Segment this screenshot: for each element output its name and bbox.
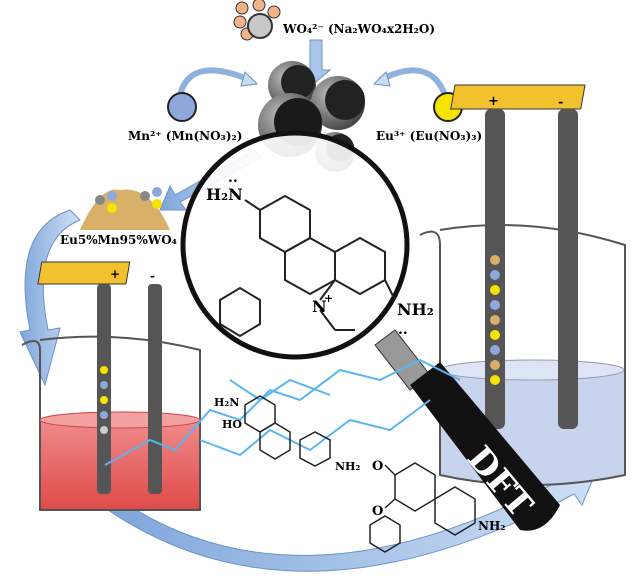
- magnifier-lens: [180, 130, 410, 360]
- amine-left: H₂N: [206, 185, 243, 204]
- right-electrode-anode: [485, 109, 505, 429]
- left-minus: -: [150, 269, 155, 283]
- product-label: Eu5%Mn95%WO₄: [60, 233, 177, 247]
- mn-ion-icon: [167, 92, 197, 122]
- left-plus: +: [110, 267, 120, 281]
- lone-pair-left: ..: [228, 170, 238, 186]
- right-electrode-cathode: [558, 109, 578, 429]
- transfer-arrow: [107, 461, 601, 572]
- degradation-product-1: [244, 395, 331, 467]
- deg1-amine-right: NH₂: [335, 460, 360, 473]
- degradation-product-2: [369, 462, 476, 553]
- powder-pile-icon: [80, 187, 170, 230]
- mn-arrow: [177, 67, 252, 96]
- amine-right: NH₂: [397, 300, 434, 319]
- tungstate-label: WO₄²⁻ (Na₂WO₄x2H₂O): [282, 22, 435, 36]
- deg1-amine: H₂N: [214, 396, 239, 409]
- eu-label: Eu³⁺ (Eu(NO₃)₃): [376, 129, 482, 143]
- eu-arrow: [378, 67, 448, 97]
- lightning-icon: [104, 358, 461, 466]
- deg2-oxygen-2: O: [372, 504, 383, 519]
- n-plus: N: [312, 297, 327, 316]
- eu-arrow-head: [372, 71, 391, 87]
- main-molecule-structure: [219, 194, 396, 338]
- deg2-oxygen-1: O: [372, 459, 383, 474]
- charge-plus: +: [324, 292, 333, 305]
- right-coating-particles: [490, 255, 500, 385]
- deg1-hydroxyl: HO: [222, 418, 242, 431]
- lone-pair-right: ..: [398, 322, 408, 338]
- right-beaker: [419, 224, 626, 486]
- magnifier-handle: [374, 329, 560, 531]
- mn-label: Mn²⁺ (Mn(NO₃)₂): [128, 129, 242, 143]
- right-electrode-plate: [450, 84, 586, 110]
- deg2-amine: NH₂: [478, 519, 506, 533]
- left-electrode-plate: [37, 261, 131, 285]
- tungstate-ion-icon: [233, 0, 281, 41]
- right-minus: -: [558, 95, 563, 110]
- left-electrode-cathode: [148, 284, 162, 494]
- coating-particles: [100, 366, 108, 434]
- right-plus: +: [488, 94, 499, 109]
- mn-arrow-head: [240, 71, 259, 87]
